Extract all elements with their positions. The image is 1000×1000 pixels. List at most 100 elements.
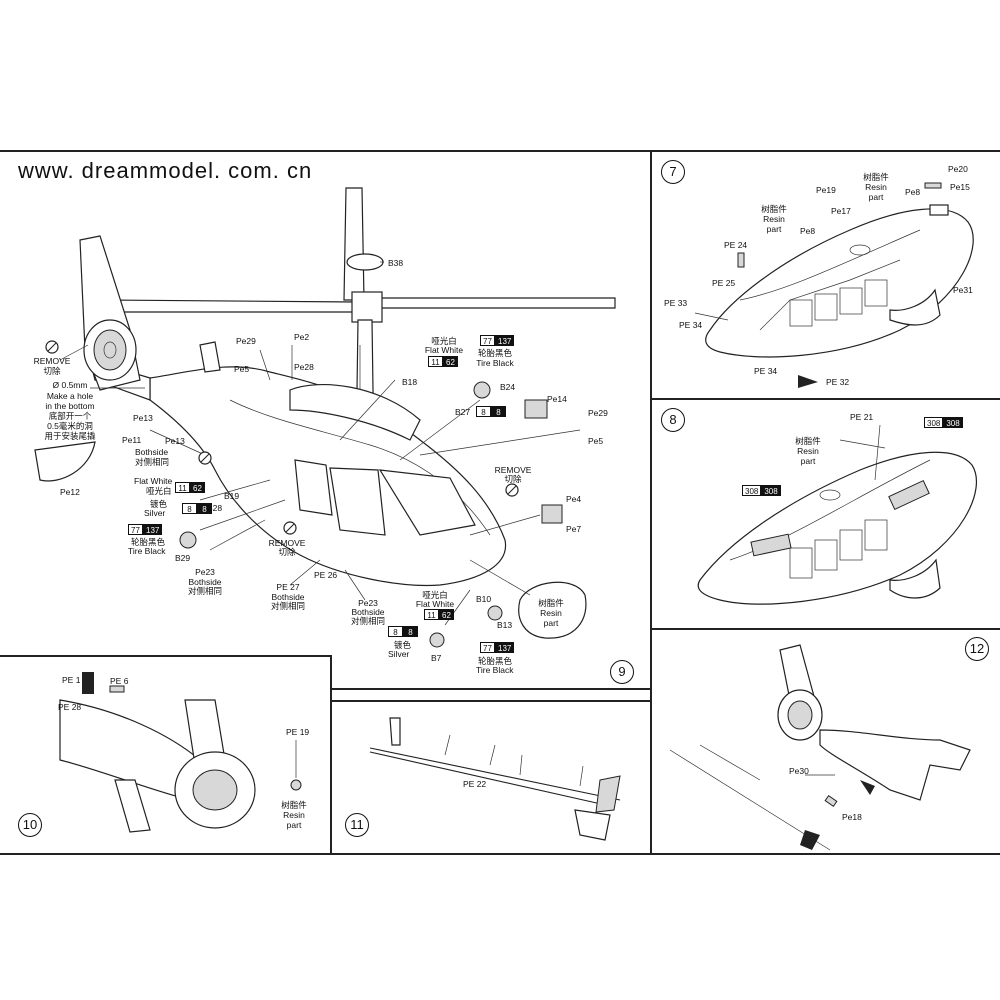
label-b13: B13 (497, 620, 513, 630)
label-pe34a: PE 34 (679, 320, 703, 330)
bothside-en-2: Bothside (188, 577, 222, 587)
resin-en1-8: Resin (797, 446, 819, 456)
label-pe31: Pe31 (953, 285, 973, 295)
step-number-12: 12 (965, 637, 989, 661)
flat-white-cn-2: 哑光白 (146, 486, 172, 496)
label-pe12: Pe12 (60, 487, 80, 497)
label-b19: B19 (224, 491, 240, 501)
label-pe1: PE 1 (62, 675, 81, 685)
wheel-b24 (473, 381, 491, 399)
flat-white-en-3: Flat White (415, 599, 455, 609)
resin-en1-10: Resin (283, 810, 305, 820)
label-pe25: PE 25 (712, 278, 736, 288)
label-pe26: PE 26 (314, 570, 338, 580)
resin-en2-10: part (286, 820, 302, 830)
hole-note-2: Make a hole (46, 391, 94, 401)
label-pe33: PE 33 (664, 298, 688, 308)
tire-black-en-3: Tire Black (476, 665, 514, 675)
remove-left-en: REMOVE (33, 356, 71, 366)
label-pe8b: Pe8 (800, 226, 816, 236)
bothside-en-4: Bothside (351, 607, 385, 617)
label-pe23a: Pe23 (195, 567, 215, 577)
resin-en2-7: part (868, 192, 884, 202)
step-number-8: 8 (661, 408, 685, 432)
label-pe13a: Pe13 (133, 413, 153, 423)
resin-cn2-7: 树脂件 (761, 204, 787, 214)
label-pe8a: Pe8 (905, 187, 921, 197)
label-pe23b: Pe23 (358, 598, 378, 608)
silver-cn-3: 镀色 (394, 640, 412, 650)
website-url: www. dreammodel. com. cn (18, 158, 313, 183)
label-pe19-7: Pe19 (816, 185, 836, 195)
label-b38: B38 (388, 258, 404, 268)
bothside-cn-3: 对侧相同 (270, 601, 305, 611)
label-pe11: Pe11 (122, 435, 142, 445)
flat-white-en: Flat White (424, 345, 464, 355)
bothside-en-3: Bothside (271, 592, 305, 602)
hole-note-4: 底部开一个 (48, 411, 92, 421)
tire-black-cn: 轮胎黑色 (477, 348, 512, 358)
label-pe18: Pe18 (842, 812, 862, 822)
hole-note-6: 用于安装尾撬 (44, 431, 96, 441)
hole-note-5: 0.5毫米的洞 (47, 421, 93, 431)
label-pe5-top: Pe5 (234, 364, 250, 374)
label-pe14: Pe14 (547, 394, 567, 404)
label-b27: B27 (455, 407, 471, 417)
label-pe7: Pe7 (566, 524, 582, 534)
step-number-9: 9 (610, 660, 634, 684)
silver-en: Silver (144, 508, 166, 518)
step-number-7: 7 (661, 160, 685, 184)
wheel-b29 (179, 531, 197, 549)
remove-left-cn: 切除 (43, 366, 61, 376)
resin-en3-7: Resin (763, 214, 785, 224)
label-pe15: Pe15 (950, 182, 970, 192)
label-pe34b: PE 34 (754, 366, 778, 376)
label-pe32: PE 32 (826, 377, 850, 387)
silver-cn: 镀色 (150, 499, 168, 509)
pe12-part (34, 441, 96, 482)
label-b18: B18 (402, 377, 418, 387)
resin-part-cn: 树脂件 (538, 598, 564, 608)
label-pe13b: Pe13 (165, 436, 185, 446)
wheel-b7 (429, 632, 445, 648)
label-pe28: Pe28 (294, 362, 314, 372)
label-pe17: Pe17 (831, 206, 851, 216)
silver-en-3: Silver (388, 649, 410, 659)
resin-part-en2: part (543, 618, 559, 628)
resin-part-en1: Resin (540, 608, 562, 618)
resin-en1-7: Resin (865, 182, 887, 192)
bothside-cn-1: 对侧相同 (135, 457, 170, 467)
tire-black-cn-2: 轮胎黑色 (131, 537, 166, 547)
label-pe19-10: PE 19 (286, 727, 310, 737)
label-pe28-10: PE 28 (58, 702, 82, 712)
remove-right-cn: 切除 (504, 474, 522, 484)
resin-cn-8: 树脂件 (795, 436, 821, 446)
hole-note-1: Ø 0.5mm (52, 380, 88, 390)
label-pe5-right: Pe5 (588, 436, 604, 446)
label-pe29-top: Pe29 (236, 336, 256, 346)
resin-en2-8: part (800, 456, 816, 466)
hole-note-3: in the bottom (45, 401, 95, 411)
tire-black-en-2: Tire Black (128, 546, 166, 556)
label-pe21: PE 21 (850, 412, 874, 422)
step-number-11: 11 (345, 813, 369, 837)
label-b24: B24 (500, 382, 516, 392)
bothside-cn-2: 对侧相同 (187, 586, 222, 596)
label-b29: B29 (175, 553, 191, 563)
tire-black-cn-3: 轮胎黑色 (478, 656, 513, 666)
